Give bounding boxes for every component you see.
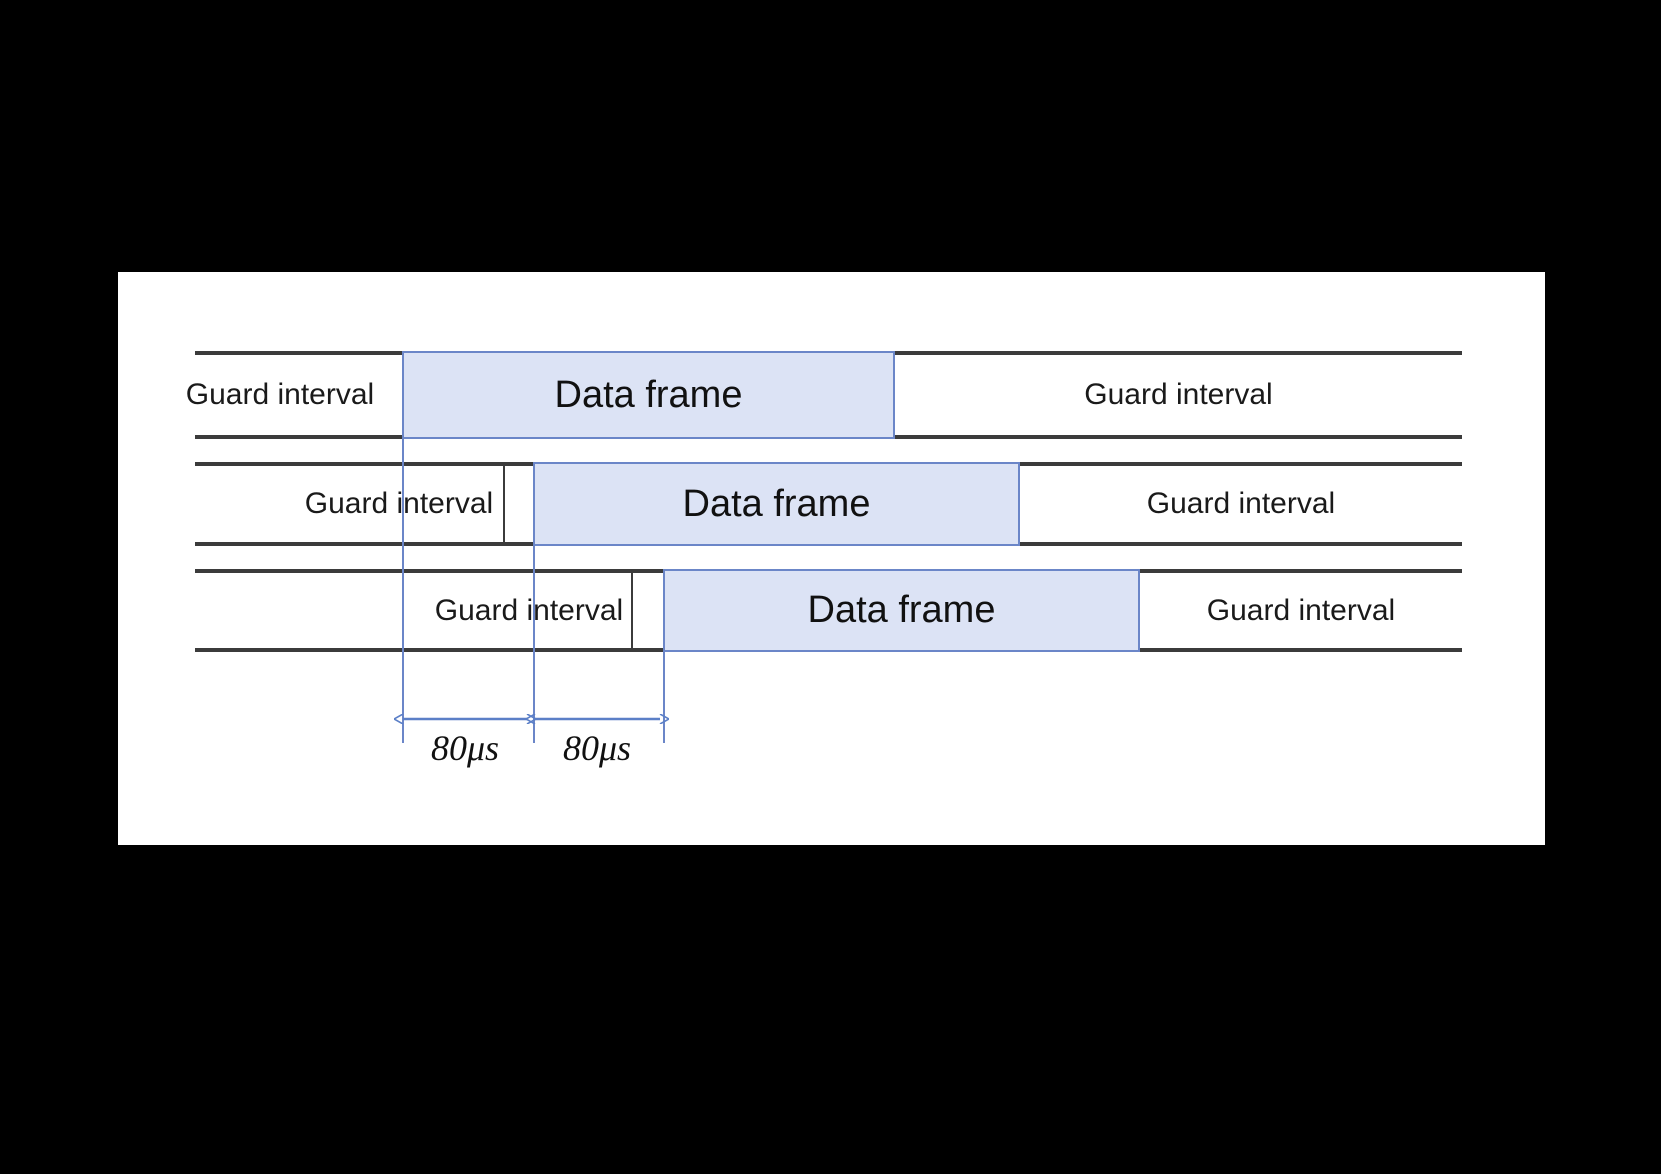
row-3-guard-right-label: Guard interval (1206, 593, 1396, 627)
row-1-guard-interval-left: Guard interval (158, 355, 402, 435)
row-1-guard-interval-right: Guard interval (895, 355, 1462, 435)
row-2-guard-left-label: Guard interval (304, 487, 494, 520)
row-2-guard-right-label: Guard interval (1146, 487, 1336, 520)
row-2-guard-interval-right: Guard interval (1020, 466, 1462, 542)
row-2-guard-left-separator (503, 464, 505, 544)
figure-canvas: Guard interval Data frame Guard interval… (118, 272, 1545, 845)
dimension-label-2-text: 80μs (562, 728, 632, 768)
dimension-label-1-text: 80μs (430, 728, 500, 768)
guide-line-2 (533, 462, 535, 743)
dimension-arrows (398, 708, 673, 730)
guide-line-1 (402, 351, 404, 743)
row-2-guard-interval-left: Guard interval (265, 466, 533, 542)
row-3-guard-interval-left: Guard interval (395, 573, 663, 648)
row-2-data-frame: Data frame (533, 462, 1020, 546)
guide-line-3 (663, 569, 665, 743)
row-3-guard-left-separator (631, 571, 633, 650)
row-3-data-frame-label: Data frame (807, 589, 996, 631)
row-3-data-frame: Data frame (663, 569, 1140, 652)
row-1-guard-left-label: Guard interval (185, 378, 375, 411)
dimension-label-1: 80μs (403, 727, 527, 769)
row-1-guard-right-label: Guard interval (1084, 378, 1273, 411)
row-3-guard-left-label: Guard interval (434, 593, 624, 627)
dimension-label-2: 80μs (535, 727, 659, 769)
row-1-data-frame-label: Data frame (554, 373, 743, 416)
row-2-data-frame-label: Data frame (682, 482, 871, 525)
row-3-guard-interval-right: Guard interval (1140, 573, 1462, 648)
row-1-data-frame: Data frame (402, 351, 895, 439)
